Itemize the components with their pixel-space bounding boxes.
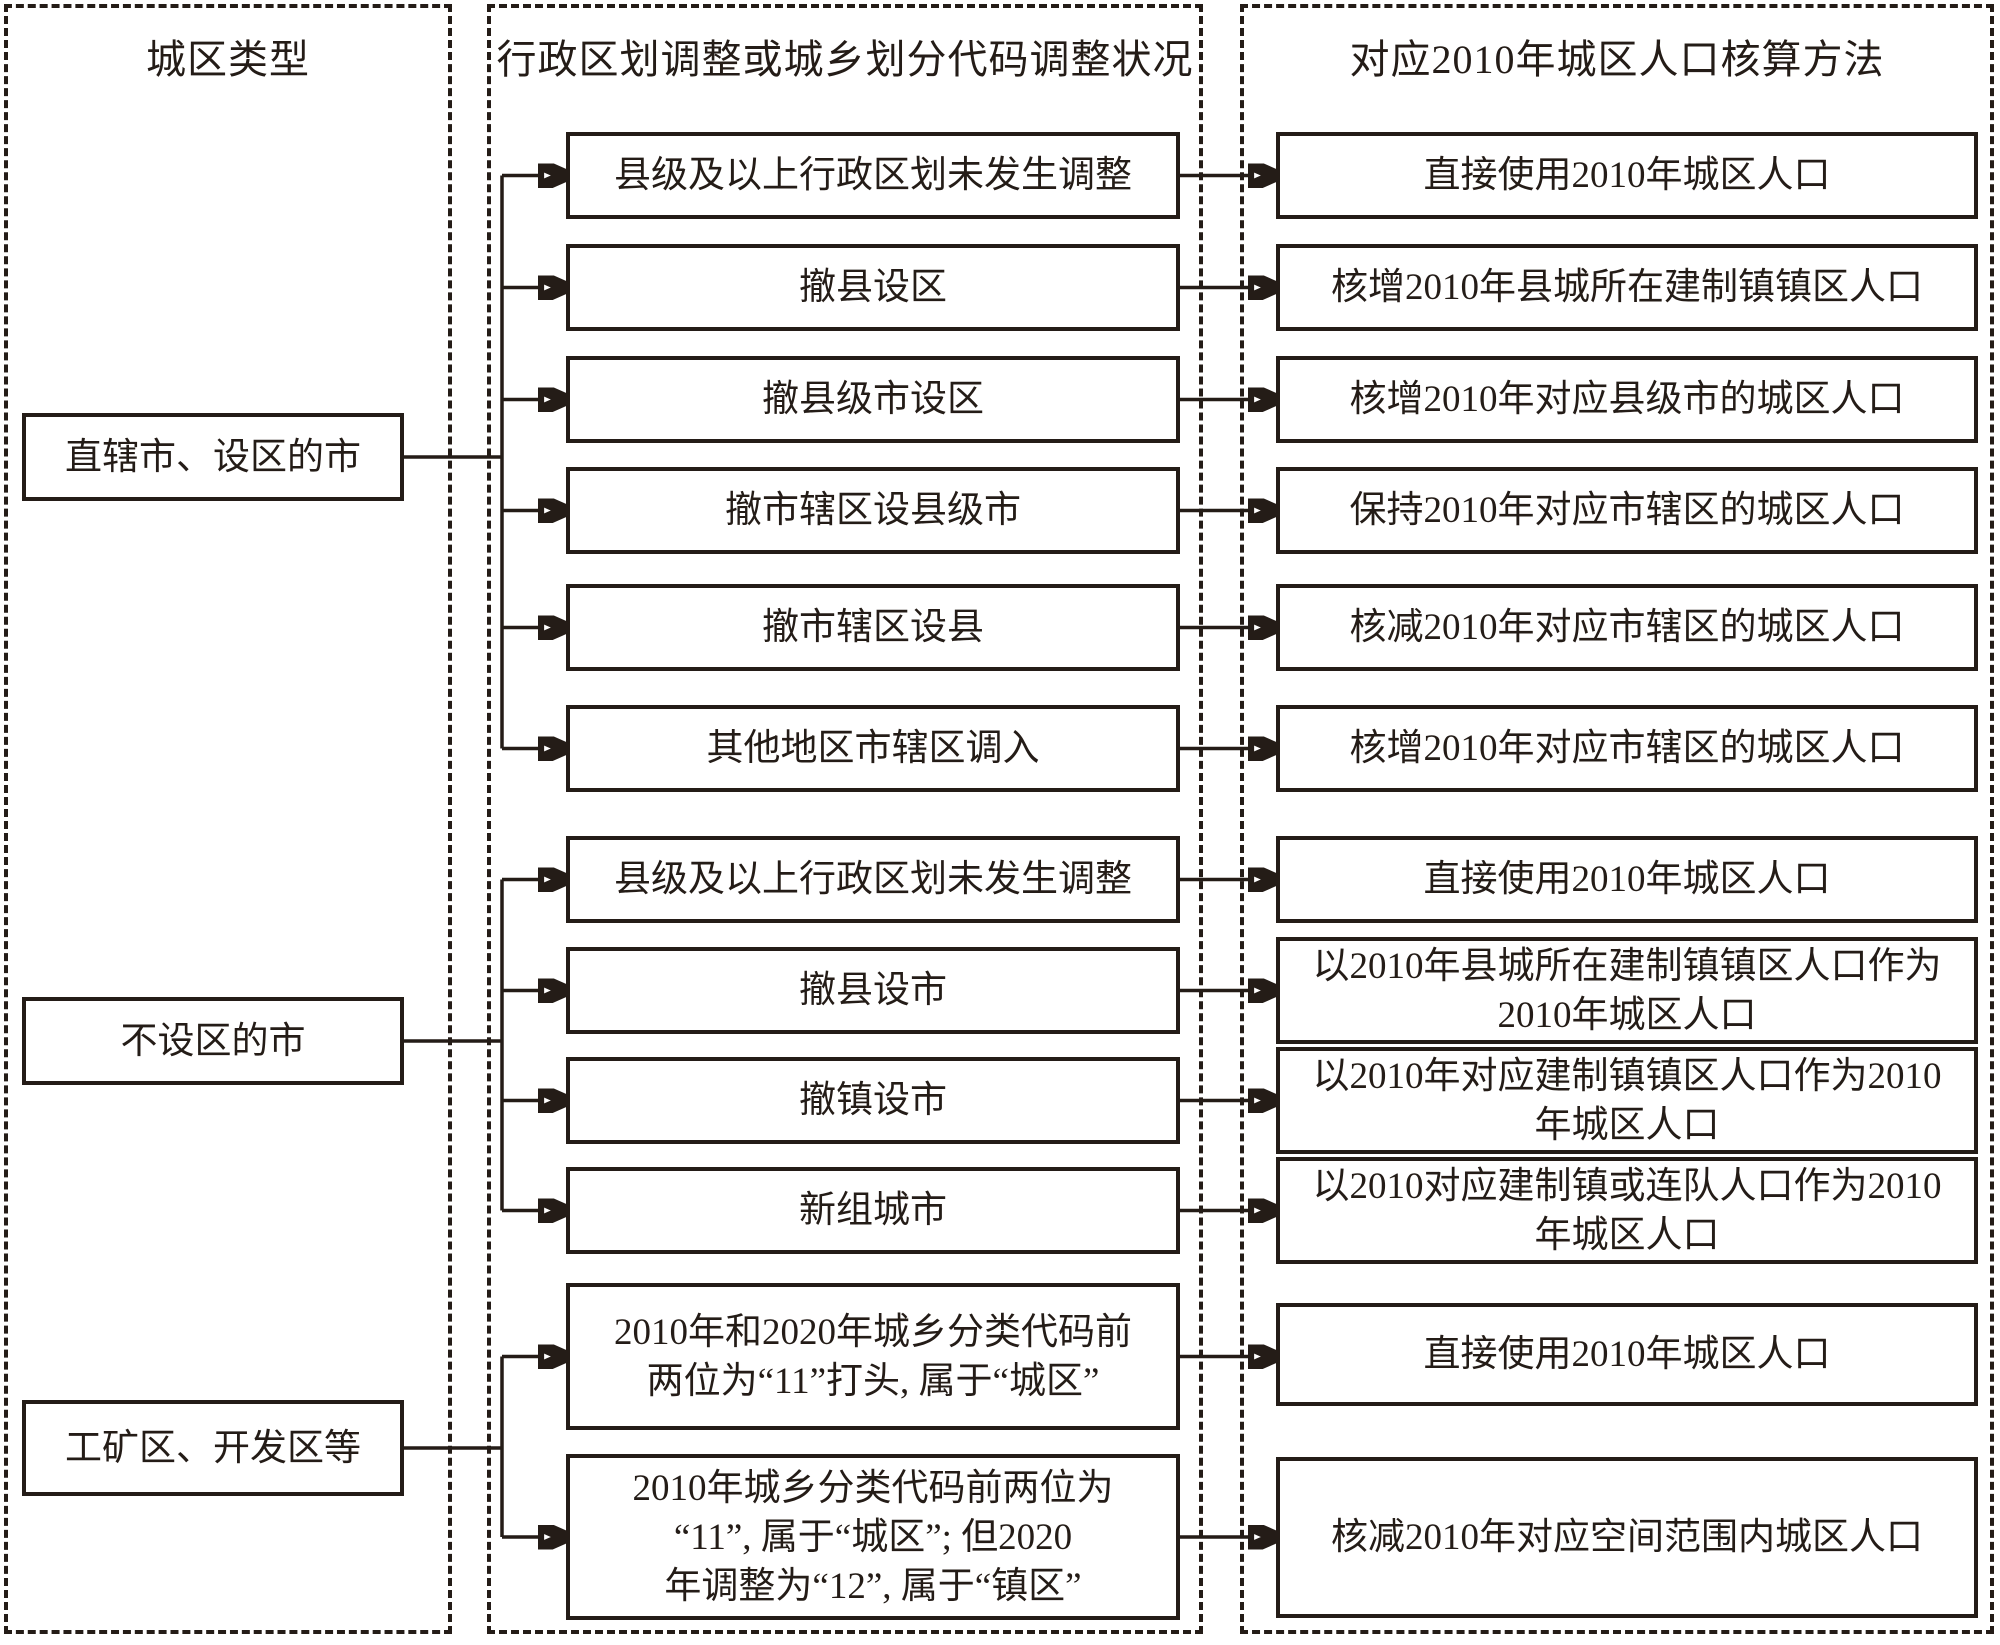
cond-district-transferred-in: 其他地区市辖区调入 xyxy=(566,705,1180,792)
method-use-2010-direct-2: 直接使用2010年城区人口 xyxy=(1276,836,1978,923)
method-use-2010-direct-1: 直接使用2010年城区人口 xyxy=(1276,132,1978,219)
node-cities-without-districts: 不设区的市 xyxy=(22,997,404,1085)
cond-code-11-changed-to-12: 2010年城乡分类代码前两位为 “11”, 属于“城区”; 但2020 年调整为… xyxy=(566,1454,1180,1620)
method-subtract-spatial-range-population: 核减2010年对应空间范围内城区人口 xyxy=(1276,1457,1978,1618)
column-header-adjustment-status: 行政区划调整或城乡划分代码调整状况 xyxy=(496,37,1194,82)
method-town-area-as-urban: 以2010年对应建制镇镇区人口作为2010 年城区人口 xyxy=(1276,1047,1978,1154)
cond-town-to-city: 撤镇设市 xyxy=(566,1057,1180,1144)
node-mining-and-development-zones: 工矿区、开发区等 xyxy=(22,1400,404,1496)
panel-accounting-method xyxy=(1240,4,1994,1634)
method-keep-district-population: 保持2010年对应市辖区的城区人口 xyxy=(1276,467,1978,554)
cond-no-county-level-adjustment-2: 县级及以上行政区划未发生调整 xyxy=(566,836,1180,923)
method-add-county-city-population: 核增2010年对应县级市的城区人口 xyxy=(1276,356,1978,443)
panel-adjustment-status xyxy=(487,4,1203,1634)
cond-county-city-to-district: 撤县级市设区 xyxy=(566,356,1180,443)
cond-county-to-district: 撤县设区 xyxy=(566,244,1180,331)
method-add-district-population: 核增2010年对应市辖区的城区人口 xyxy=(1276,705,1978,792)
column-header-accounting-method: 对应2010年城区人口核算方法 xyxy=(1349,37,1885,82)
node-municipalities-and-district-cities: 直辖市、设区的市 xyxy=(22,413,404,501)
column-header-city-type: 城区类型 xyxy=(146,37,310,82)
method-add-county-seat-town-population: 核增2010年县城所在建制镇镇区人口 xyxy=(1276,244,1978,331)
cond-district-to-county: 撤市辖区设县 xyxy=(566,584,1180,671)
method-subtract-district-population: 核减2010年对应市辖区的城区人口 xyxy=(1276,584,1978,671)
method-use-2010-direct-3: 直接使用2010年城区人口 xyxy=(1276,1303,1978,1406)
cond-county-to-city: 撤县设市 xyxy=(566,947,1180,1034)
cond-district-to-county-city: 撤市辖区设县级市 xyxy=(566,467,1180,554)
cond-no-county-level-adjustment-1: 县级及以上行政区划未发生调整 xyxy=(566,132,1180,219)
cond-newly-formed-city: 新组城市 xyxy=(566,1167,1180,1254)
method-county-seat-town-as-urban: 以2010年县城所在建制镇镇区人口作为 2010年城区人口 xyxy=(1276,937,1978,1044)
cond-code-11-both-years: 2010年和2020年城乡分类代码前 两位为“11”打头, 属于“城区” xyxy=(566,1283,1180,1430)
panel-city-type xyxy=(4,4,452,1634)
method-town-or-company-as-urban: 以2010对应建制镇或连队人口作为2010 年城区人口 xyxy=(1276,1157,1978,1264)
